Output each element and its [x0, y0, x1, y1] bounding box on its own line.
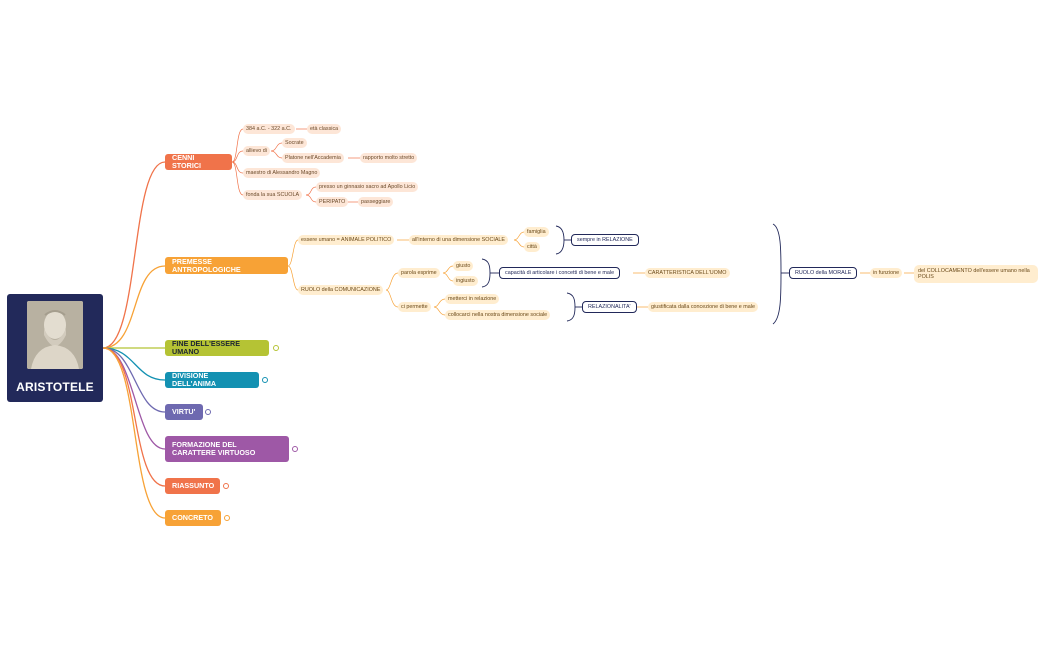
- node-passeggiare[interactable]: passeggiare: [358, 197, 394, 207]
- aristotle-bust-image: [27, 301, 83, 369]
- node-fine-essere-umano[interactable]: FINE DELL'ESSERE UMANO: [165, 340, 269, 356]
- node-maestro[interactable]: maestro di Alessandro Magno: [243, 168, 321, 178]
- node-date[interactable]: 384 a.C. - 322 a.C.: [243, 124, 295, 134]
- node-riassunto[interactable]: RIASSUNTO: [165, 478, 220, 494]
- node-virtu[interactable]: VIRTU': [165, 404, 203, 420]
- expand-fine-icon[interactable]: [273, 345, 279, 351]
- node-cenni-storici[interactable]: CENNI STORICI: [165, 154, 232, 170]
- node-era[interactable]: età classica: [307, 124, 342, 134]
- node-socrate[interactable]: Socrate: [282, 138, 307, 148]
- node-ci-permette[interactable]: ci permette: [398, 302, 431, 312]
- node-famiglia[interactable]: famiglia: [524, 227, 549, 237]
- node-collocarci[interactable]: collocarci nella nostra dimensione socia…: [445, 310, 551, 320]
- summary-relazionalita[interactable]: RELAZIONALITA': [582, 301, 637, 313]
- node-caratteristica[interactable]: CARATTERISTICA DELL'UOMO: [645, 268, 730, 278]
- expand-divisione-icon[interactable]: [262, 377, 268, 383]
- node-dimensione-sociale[interactable]: all'interno di una dimensione SOCIALE: [409, 235, 509, 245]
- node-platone[interactable]: Platone nell'Accademia: [282, 153, 344, 163]
- node-premesse-antropologiche[interactable]: PREMESSE ANTROPOLOGICHE: [165, 257, 288, 274]
- node-giustificata[interactable]: giustificata dalla concezione di bene e …: [648, 302, 758, 312]
- summary-ruolo-morale[interactable]: RUOLO della MORALE: [789, 267, 858, 279]
- expand-virtu-icon[interactable]: [205, 409, 211, 415]
- node-formazione-carattere[interactable]: FORMAZIONE DEL CARATTERE VIRTUOSO: [165, 436, 289, 462]
- summary-relazione[interactable]: sempre in RELAZIONE: [571, 234, 639, 246]
- node-ingiusto[interactable]: ingiusto: [453, 276, 478, 286]
- expand-formazione-icon[interactable]: [292, 446, 298, 452]
- node-rapporto[interactable]: rapporto molto stretto: [360, 153, 418, 163]
- node-giusto[interactable]: giusto: [453, 261, 474, 271]
- node-collocamento-polis[interactable]: del COLLOCAMENTO dell'essere umano nella…: [914, 265, 1038, 283]
- node-peripato[interactable]: PERIPATO: [316, 197, 349, 207]
- node-metterci[interactable]: metterci in relazione: [445, 294, 500, 304]
- node-essere-umano[interactable]: essere umano = ANIMALE POLITICO: [298, 235, 395, 245]
- node-concreto[interactable]: CONCRETO: [165, 510, 221, 526]
- root-title: ARISTOTELE: [16, 380, 94, 394]
- node-presso[interactable]: presso un ginnasio sacro ad Apollo Licio: [316, 182, 419, 192]
- node-allievo[interactable]: allievo di: [243, 146, 270, 156]
- expand-concreto-icon[interactable]: [224, 515, 230, 521]
- node-in-funzione[interactable]: in funzione: [870, 268, 903, 278]
- summary-capacita[interactable]: capacità di articolare i concetti di ben…: [499, 267, 621, 279]
- expand-riassunto-icon[interactable]: [223, 483, 229, 489]
- node-parola-esprime[interactable]: parola esprime: [398, 268, 440, 278]
- node-divisione-anima[interactable]: DIVISIONE DELL'ANIMA: [165, 372, 259, 388]
- node-ruolo-comunicazione[interactable]: RUOLO della COMUNICAZIONE: [298, 285, 384, 295]
- node-citta[interactable]: città: [524, 242, 540, 252]
- node-fonda[interactable]: fonda la sua SCUOLA: [243, 190, 303, 200]
- root-node-aristotele[interactable]: ARISTOTELE: [7, 294, 103, 402]
